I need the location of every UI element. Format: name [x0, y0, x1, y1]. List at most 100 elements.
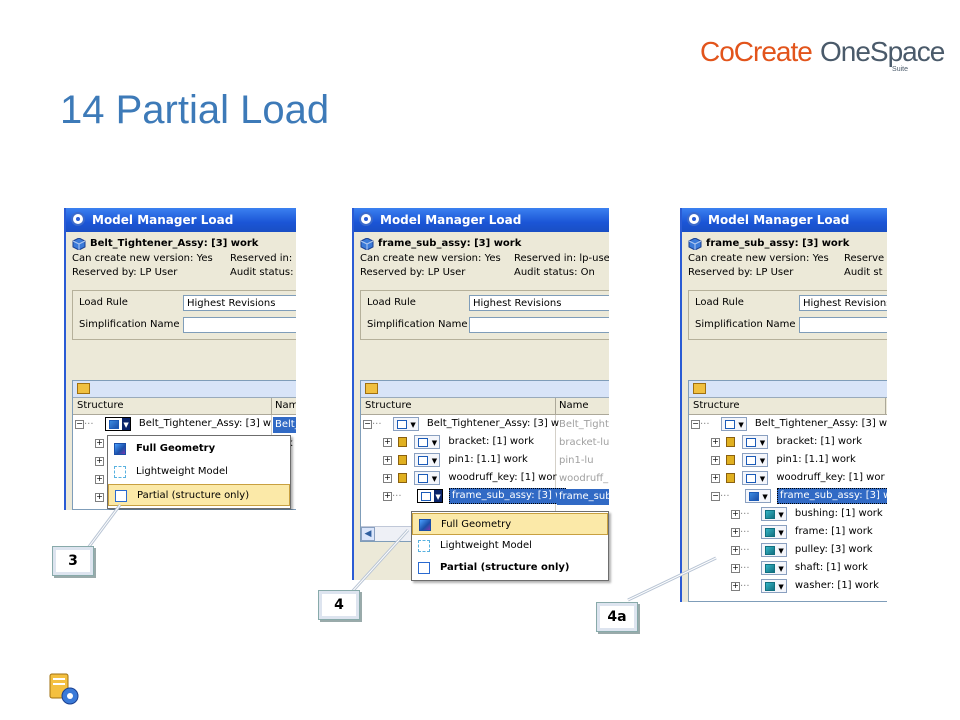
tree-row-bracket[interactable]: + ▼ bracket: [1] work: [711, 434, 864, 452]
tree-row-label: Belt_Tightener_Assy: [3] w: [426, 418, 560, 429]
menu-item-lightweight-model[interactable]: Lightweight Model: [108, 461, 290, 483]
load-mode-dropdown[interactable]: ▼: [720, 417, 747, 431]
column-divider[interactable]: [271, 398, 272, 414]
expand-toggle-icon[interactable]: +: [731, 508, 740, 519]
tree-row-frame[interactable]: +··· ▼ frame: [1] work: [731, 525, 873, 539]
tree-row-child[interactable]: +: [95, 489, 104, 507]
tree-row-shaft[interactable]: +··· ▼ shaft: [1] work: [731, 561, 868, 575]
tree-row-root[interactable]: −··· ▼ Belt_Tightener_Assy: [3] w: [75, 417, 272, 431]
load-rule-select[interactable]: Highest Revisions: [183, 295, 296, 311]
structure-toolbar: [689, 381, 887, 398]
load-mode-dropdown[interactable]: ▼: [104, 417, 131, 431]
tree-row-frame-sub-assy[interactable]: −··· ▼ frame_sub_assy: [3] wor: [711, 488, 887, 506]
load-mode-dropdown[interactable]: ▼: [760, 579, 787, 593]
expand-toggle-icon[interactable]: +: [383, 436, 392, 447]
column-divider[interactable]: [555, 398, 556, 414]
tree-row-washer[interactable]: +··· ▼ washer: [1] work: [731, 579, 879, 593]
tree-row-pin1[interactable]: + ▼ pin1: [1.1] work: [383, 452, 530, 470]
window-titlebar[interactable]: Model Manager Load: [66, 208, 296, 232]
load-mode-dropdown[interactable]: ▼: [760, 543, 787, 557]
expand-toggle-icon[interactable]: +: [383, 490, 392, 501]
object-name-row: frame_sub_assy: [3] work: [360, 236, 603, 252]
column-name[interactable]: Name: [559, 400, 589, 411]
tree-row-woodruff-key[interactable]: + ▼ woodruff_key: [1] wor: [383, 470, 559, 488]
load-mode-dropdown[interactable]: ▼: [744, 489, 771, 503]
tree-row-bracket[interactable]: + ▼ bracket: [1] work: [383, 434, 536, 452]
load-mode-dropdown[interactable]: ▼: [414, 435, 441, 449]
expand-toggle-icon[interactable]: +: [95, 473, 104, 484]
collapse-toggle-icon[interactable]: −: [691, 418, 700, 429]
window-title: Model Manager Load: [380, 213, 522, 227]
load-rule-select[interactable]: Highest Revisions: [469, 295, 609, 311]
expand-toggle-icon[interactable]: +: [95, 437, 104, 448]
load-mode-dropdown[interactable]: ▼: [414, 453, 441, 467]
load-mode-dropdown[interactable]: ▼: [416, 489, 443, 503]
assembly-cube-icon: [360, 238, 374, 250]
expand-toggle-icon[interactable]: +: [731, 562, 740, 573]
scroll-left-icon[interactable]: ◀: [361, 527, 375, 541]
simplification-name-input[interactable]: [183, 317, 296, 333]
tree-row-child[interactable]: +: [95, 471, 104, 489]
expand-toggle-icon[interactable]: +: [711, 472, 720, 483]
structure-panel: Structure Nam −··· ▼ Belt_Tightener_Assy…: [72, 380, 296, 510]
collapse-toggle-icon[interactable]: −: [363, 418, 372, 429]
collapse-toggle-icon[interactable]: −: [711, 490, 720, 501]
simplification-name-input[interactable]: [799, 317, 887, 333]
expand-toggle-icon[interactable]: +: [731, 526, 740, 537]
menu-item-partial-structure[interactable]: Partial (structure only): [108, 484, 290, 506]
can-create-version: Can create new version: Yes: [360, 253, 501, 264]
load-mode-dropdown[interactable]: ▼: [760, 561, 787, 575]
expand-toggle-icon[interactable]: +: [731, 580, 740, 591]
expand-toggle-icon[interactable]: +: [711, 436, 720, 447]
tree-row-label: pulley: [3] work: [794, 544, 873, 555]
simplification-name-input[interactable]: [469, 317, 609, 333]
column-structure[interactable]: Structure: [77, 400, 124, 411]
tree-folder-icon[interactable]: [365, 383, 378, 394]
tree-row-pulley[interactable]: +··· ▼ pulley: [3] work: [731, 543, 873, 557]
menu-item-partial-structure[interactable]: Partial (structure only): [412, 557, 608, 579]
expand-toggle-icon[interactable]: +: [383, 472, 392, 483]
tree-row-woodruff-key[interactable]: + ▼ woodruff_key: [1] wor: [711, 470, 887, 488]
expand-toggle-icon[interactable]: +: [711, 454, 720, 465]
menu-item-lightweight-model[interactable]: Lightweight Model: [412, 535, 608, 557]
load-mode-dropdown[interactable]: ▼: [392, 417, 419, 431]
lock-icon: [726, 455, 735, 465]
load-mode-dropdown[interactable]: ▼: [742, 471, 769, 485]
lightweight-model-icon: [114, 466, 126, 478]
collapse-toggle-icon[interactable]: −: [75, 418, 84, 429]
expand-toggle-icon[interactable]: +: [95, 491, 104, 502]
tree-folder-icon[interactable]: [693, 383, 706, 394]
part-solid-icon: [764, 528, 775, 537]
load-mode-dropdown[interactable]: ▼: [414, 471, 441, 485]
chevron-down-icon: ▼: [759, 475, 766, 483]
tree-row-child[interactable]: +: [95, 453, 104, 471]
load-mode-dropdown[interactable]: ▼: [742, 435, 769, 449]
load-mode-dropdown[interactable]: ▼: [760, 507, 787, 521]
column-structure[interactable]: Structure: [693, 400, 740, 411]
column-name[interactable]: Nam: [275, 400, 296, 411]
chevron-down-icon: ▼: [759, 457, 766, 465]
tree-row-bushing[interactable]: +··· ▼ bushing: [1] work: [731, 507, 883, 521]
window-titlebar[interactable]: Model Manager Load: [354, 208, 609, 232]
tree-row-root[interactable]: −··· ▼ Belt_Tightener_Assy: [3] wor: [691, 416, 887, 434]
tree-row-root[interactable]: −··· ▼ Belt_Tightener_Assy: [3] w: [363, 417, 560, 431]
expand-toggle-icon[interactable]: +: [383, 454, 392, 465]
expand-toggle-icon[interactable]: +: [731, 544, 740, 555]
column-structure[interactable]: Structure: [365, 400, 412, 411]
window-titlebar[interactable]: Model Manager Load: [682, 208, 887, 232]
tree-row-child[interactable]: +: [95, 435, 104, 453]
tree-folder-icon[interactable]: [77, 383, 90, 394]
tree-row-frame-sub-assy[interactable]: +··· ▼ frame_sub_assy: [3] w: [383, 488, 567, 506]
expand-toggle-icon[interactable]: +: [95, 455, 104, 466]
load-mode-dropdown[interactable]: ▼: [760, 525, 787, 539]
load-rule-select[interactable]: Highest Revisions: [799, 295, 887, 311]
menu-item-full-geometry[interactable]: Full Geometry: [412, 513, 608, 535]
load-mode-dropdown[interactable]: ▼: [742, 453, 769, 467]
column-divider[interactable]: [885, 398, 886, 414]
menu-item-full-geometry[interactable]: Full Geometry: [108, 438, 290, 460]
tree-row-pin1[interactable]: + ▼ pin1: [1.1] work: [711, 452, 858, 470]
tree-row-label: woodruff_key: [1] wor: [776, 472, 885, 483]
reserved-by: Reserved by: LP User: [688, 267, 794, 278]
structure-toolbar: [73, 381, 296, 398]
reserved-in: Reserved in: lp-user: [514, 253, 609, 264]
